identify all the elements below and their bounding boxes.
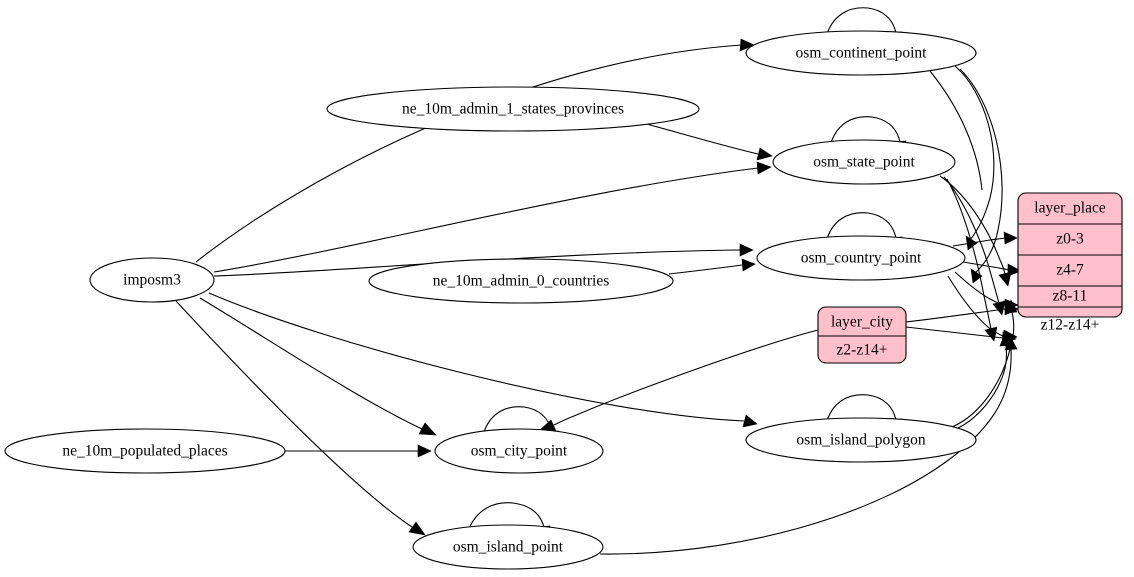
record-row-layer_city-z2-z14: z2-z14+	[837, 342, 888, 359]
record-node-layer_place[interactable]: layer_place z0-3 z4-7 z8-11 z12-z14+	[1017, 192, 1123, 334]
node-label-osm_country_point: osm_country_point	[801, 250, 922, 267]
record-node-layer: layer_place z0-3 z4-7 z8-11 z12-z14+ lay…	[817, 192, 1123, 364]
edge-imposm3-to-osm_continent_point	[195, 38, 755, 263]
edge-imposm3-to-osm_island_polygon	[208, 292, 758, 428]
node-osm_continent_point[interactable]: osm_continent_point	[745, 30, 977, 76]
node-osm_island_point[interactable]: osm_island_point	[412, 524, 604, 570]
node-label-ne_10m_populated_places: ne_10m_populated_places	[62, 443, 227, 460]
node-osm_state_point[interactable]: osm_state_point	[772, 139, 956, 185]
record-row-layer_place-z4-7: z4-7	[1056, 262, 1084, 279]
record-node-layer_city[interactable]: layer_city z2-z14+	[817, 306, 907, 364]
edge-osm_country_point-to-layer_place-z0-3	[952, 231, 1018, 247]
node-label-ne_10m_admin_1_states_provinces: ne_10m_admin_1_states_provinces	[402, 101, 624, 118]
edge-osm_country_point-to-layer_place-z4-7	[962, 261, 1022, 277]
edge-ne_10m_admin_1_states_provinces-to-osm_state_point	[642, 122, 773, 161]
record-row-layer_place-z8-11: z8-11	[1053, 288, 1088, 305]
record-row-layer_place-z12-z14: z12-z14+	[1041, 317, 1100, 334]
edge-layer_city-to-osm_city_point	[538, 329, 819, 432]
edge-osm_continent_point-to-layer_place-z0-3	[954, 65, 995, 251]
node-label-osm_city_point: osm_city_point	[471, 443, 568, 460]
edge-layer_city-to-layer_place-z8-11	[905, 302, 1019, 323]
node-imposm3[interactable]: imposm3	[89, 257, 215, 303]
node-osm_country_point[interactable]: osm_country_point	[756, 235, 966, 281]
node-label-osm_island_point: osm_island_point	[453, 539, 564, 556]
node-osm_city_point[interactable]: osm_city_point	[434, 428, 604, 474]
node-label-osm_island_polygon: osm_island_polygon	[796, 432, 925, 449]
edge-osm_continent_point-right-curve	[929, 70, 983, 191]
node-osm_island_polygon[interactable]: osm_island_polygon	[745, 417, 977, 463]
edge-imposm3-to-osm_island_point	[175, 300, 426, 536]
node-ne_10m_admin_1_states_provinces[interactable]: ne_10m_admin_1_states_provinces	[326, 86, 700, 132]
node-ne_10m_admin_0_countries[interactable]: ne_10m_admin_0_countries	[368, 258, 674, 304]
edge-ne_10m_populated_places-to-osm_city_point	[285, 444, 432, 458]
node-label-osm_continent_point: osm_continent_point	[796, 45, 928, 62]
edge-osm_island_point-to-layer_place-z12-z14	[599, 335, 1018, 555]
edge-osm_island_polygon-to-layer_place-z8-11	[951, 299, 1018, 428]
node-label-imposm3: imposm3	[123, 272, 181, 289]
record-row-layer_city-title: layer_city	[831, 314, 893, 331]
edge-osm_island_polygon-to-layer_place-z12-z14	[955, 332, 1012, 430]
node-ne_10m_populated_places[interactable]: ne_10m_populated_places	[4, 428, 286, 474]
record-row-layer_place-title: layer_place	[1034, 200, 1106, 217]
edge-layer_city-to-layer_place-z12-z14	[905, 326, 1017, 345]
edge-imposm3-to-osm_state_point	[213, 161, 772, 273]
record-row-layer_place-z0-3: z0-3	[1056, 231, 1084, 248]
edge-imposm3-to-osm_city_point	[199, 297, 437, 436]
edge-ne_10m_admin_0_countries-to-osm_country_point	[668, 258, 756, 275]
node-label-osm_state_point: osm_state_point	[813, 154, 915, 171]
node-layer: imposm3 ne_10m_admin_1_states_provinces …	[4, 30, 977, 570]
node-label-ne_10m_admin_0_countries: ne_10m_admin_0_countries	[433, 273, 610, 290]
